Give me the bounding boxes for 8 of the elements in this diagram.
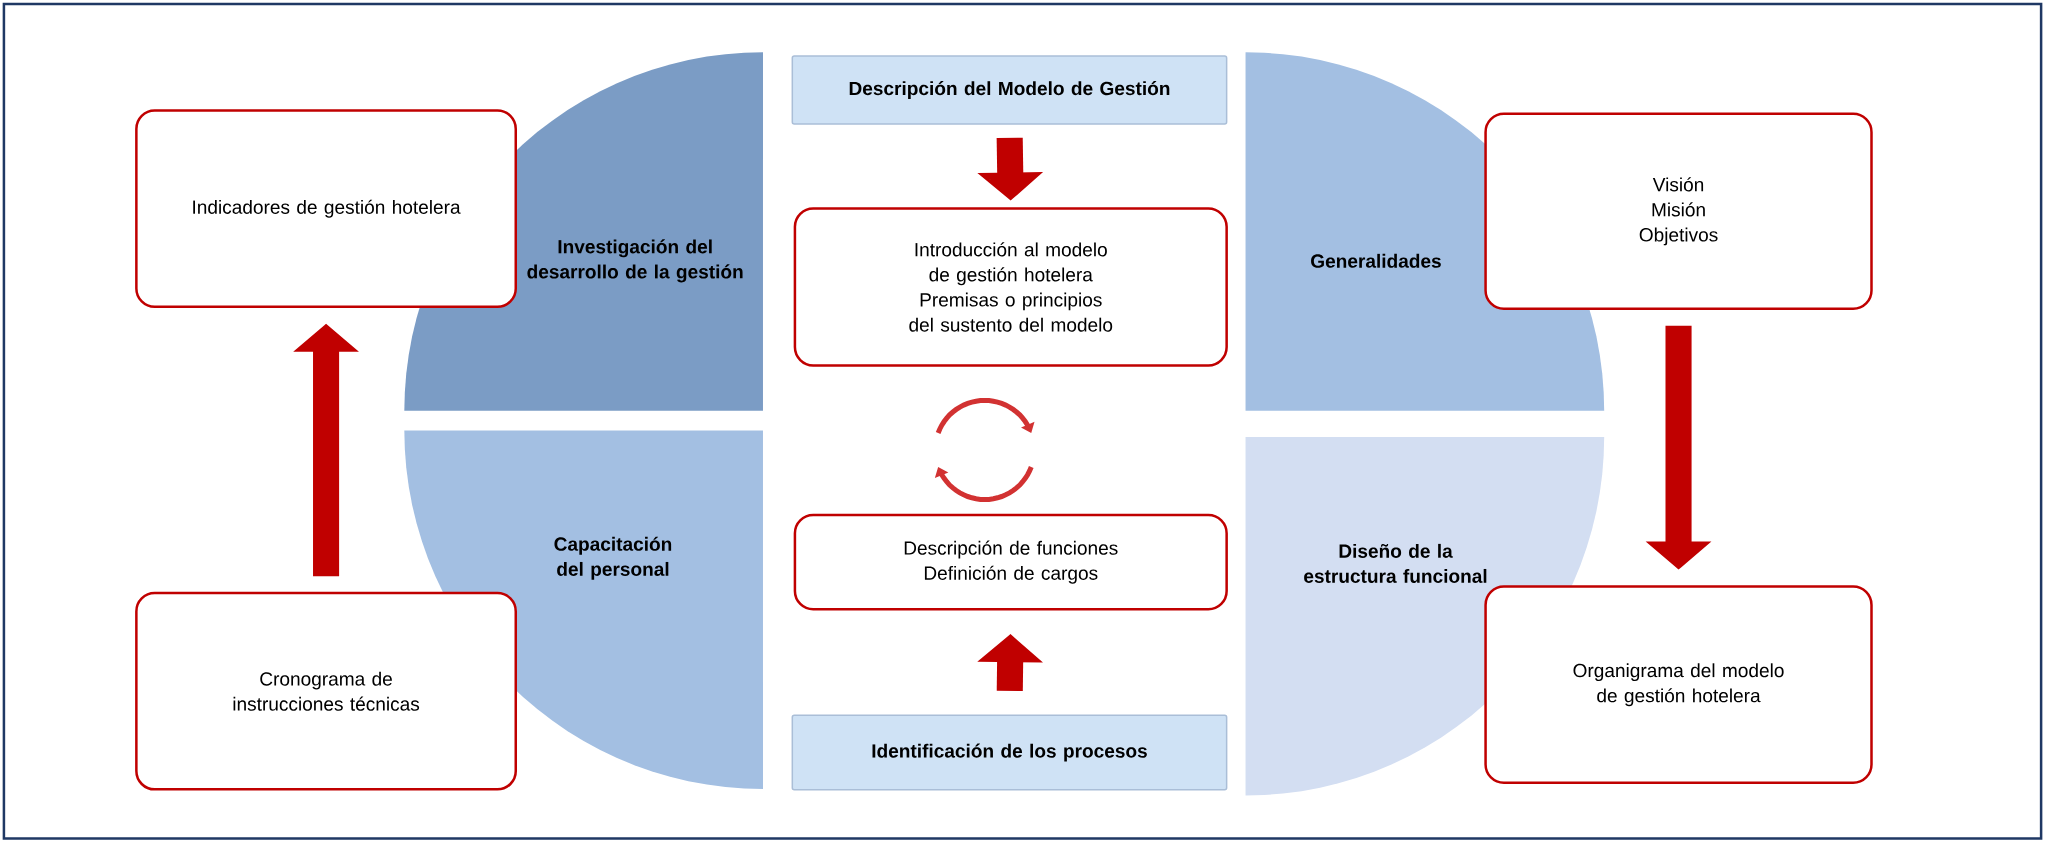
header-box: Identificación de los procesos (791, 714, 1228, 791)
text-box: Visión Misión Objetivos (1484, 112, 1873, 311)
text-box: Organigrama del modelo de gestión hotelera (1484, 585, 1873, 785)
header-box: Descripción del Modelo de Gestión (791, 55, 1228, 125)
text-box: Introducción al modelo de gestión hotelera Premisas o principios del sustento del modelo (793, 207, 1228, 367)
text-box: Descripción de funciones Definición de cargos (793, 514, 1228, 611)
text-box: Indicadores de gestión hotelera (135, 109, 517, 309)
text-box: Cronograma de instrucciones técnicas (135, 592, 517, 791)
